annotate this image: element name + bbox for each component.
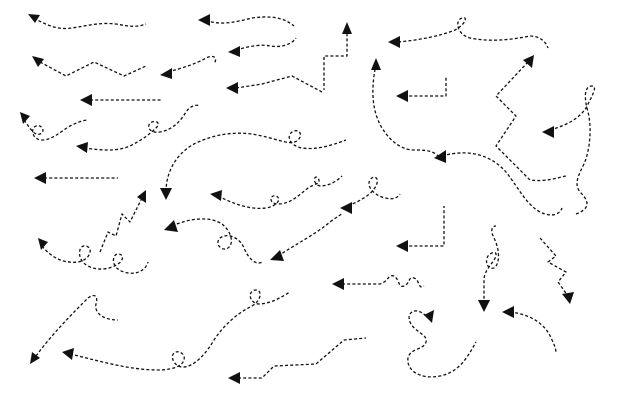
zigzag-arrow-icon [495,55,567,182]
wavy-arrow-icon [332,275,425,290]
straight-arrow-icon [80,94,162,106]
wavy-arrow-icon [228,37,297,57]
step-arrow-icon [228,337,367,384]
straight-arrow-icon [34,172,118,184]
curved-arrow-icon [502,306,557,353]
zigzag-arrow-icon [32,56,147,77]
loop-arrow-icon [164,218,263,264]
loop-arrow-icon [371,58,441,159]
loop-arrow-icon [407,310,477,378]
curved-arrow-icon [160,55,217,79]
loop-arrow-icon [76,104,201,153]
loop-arrow-icon [542,85,596,215]
curved-arrow-icon [434,150,563,216]
loop-arrow-icon [340,176,401,214]
loop-arrow-icon [210,175,343,210]
zigzag-arrow-icon [539,237,574,304]
curved-arrow-icon [30,294,119,364]
loop-arrow-icon [160,130,347,200]
loop-arrow-icon [478,225,500,312]
elbow-arrow-icon [396,206,445,252]
wavy-arrow-icon [28,14,147,30]
zigzag-arrow-icon [226,75,323,94]
loop-arrow-icon [38,238,149,274]
elbow-arrow-icon [396,76,447,102]
zigzag-arrow-icon [99,190,146,253]
elbow-arrow-icon [323,22,352,90]
loop-arrow-icon [20,112,89,141]
curved-arrow-icon [198,14,295,27]
loop-arrow-icon [388,17,549,49]
loop-arrow-icon [62,289,291,371]
curved-arrow-icon [270,213,343,261]
